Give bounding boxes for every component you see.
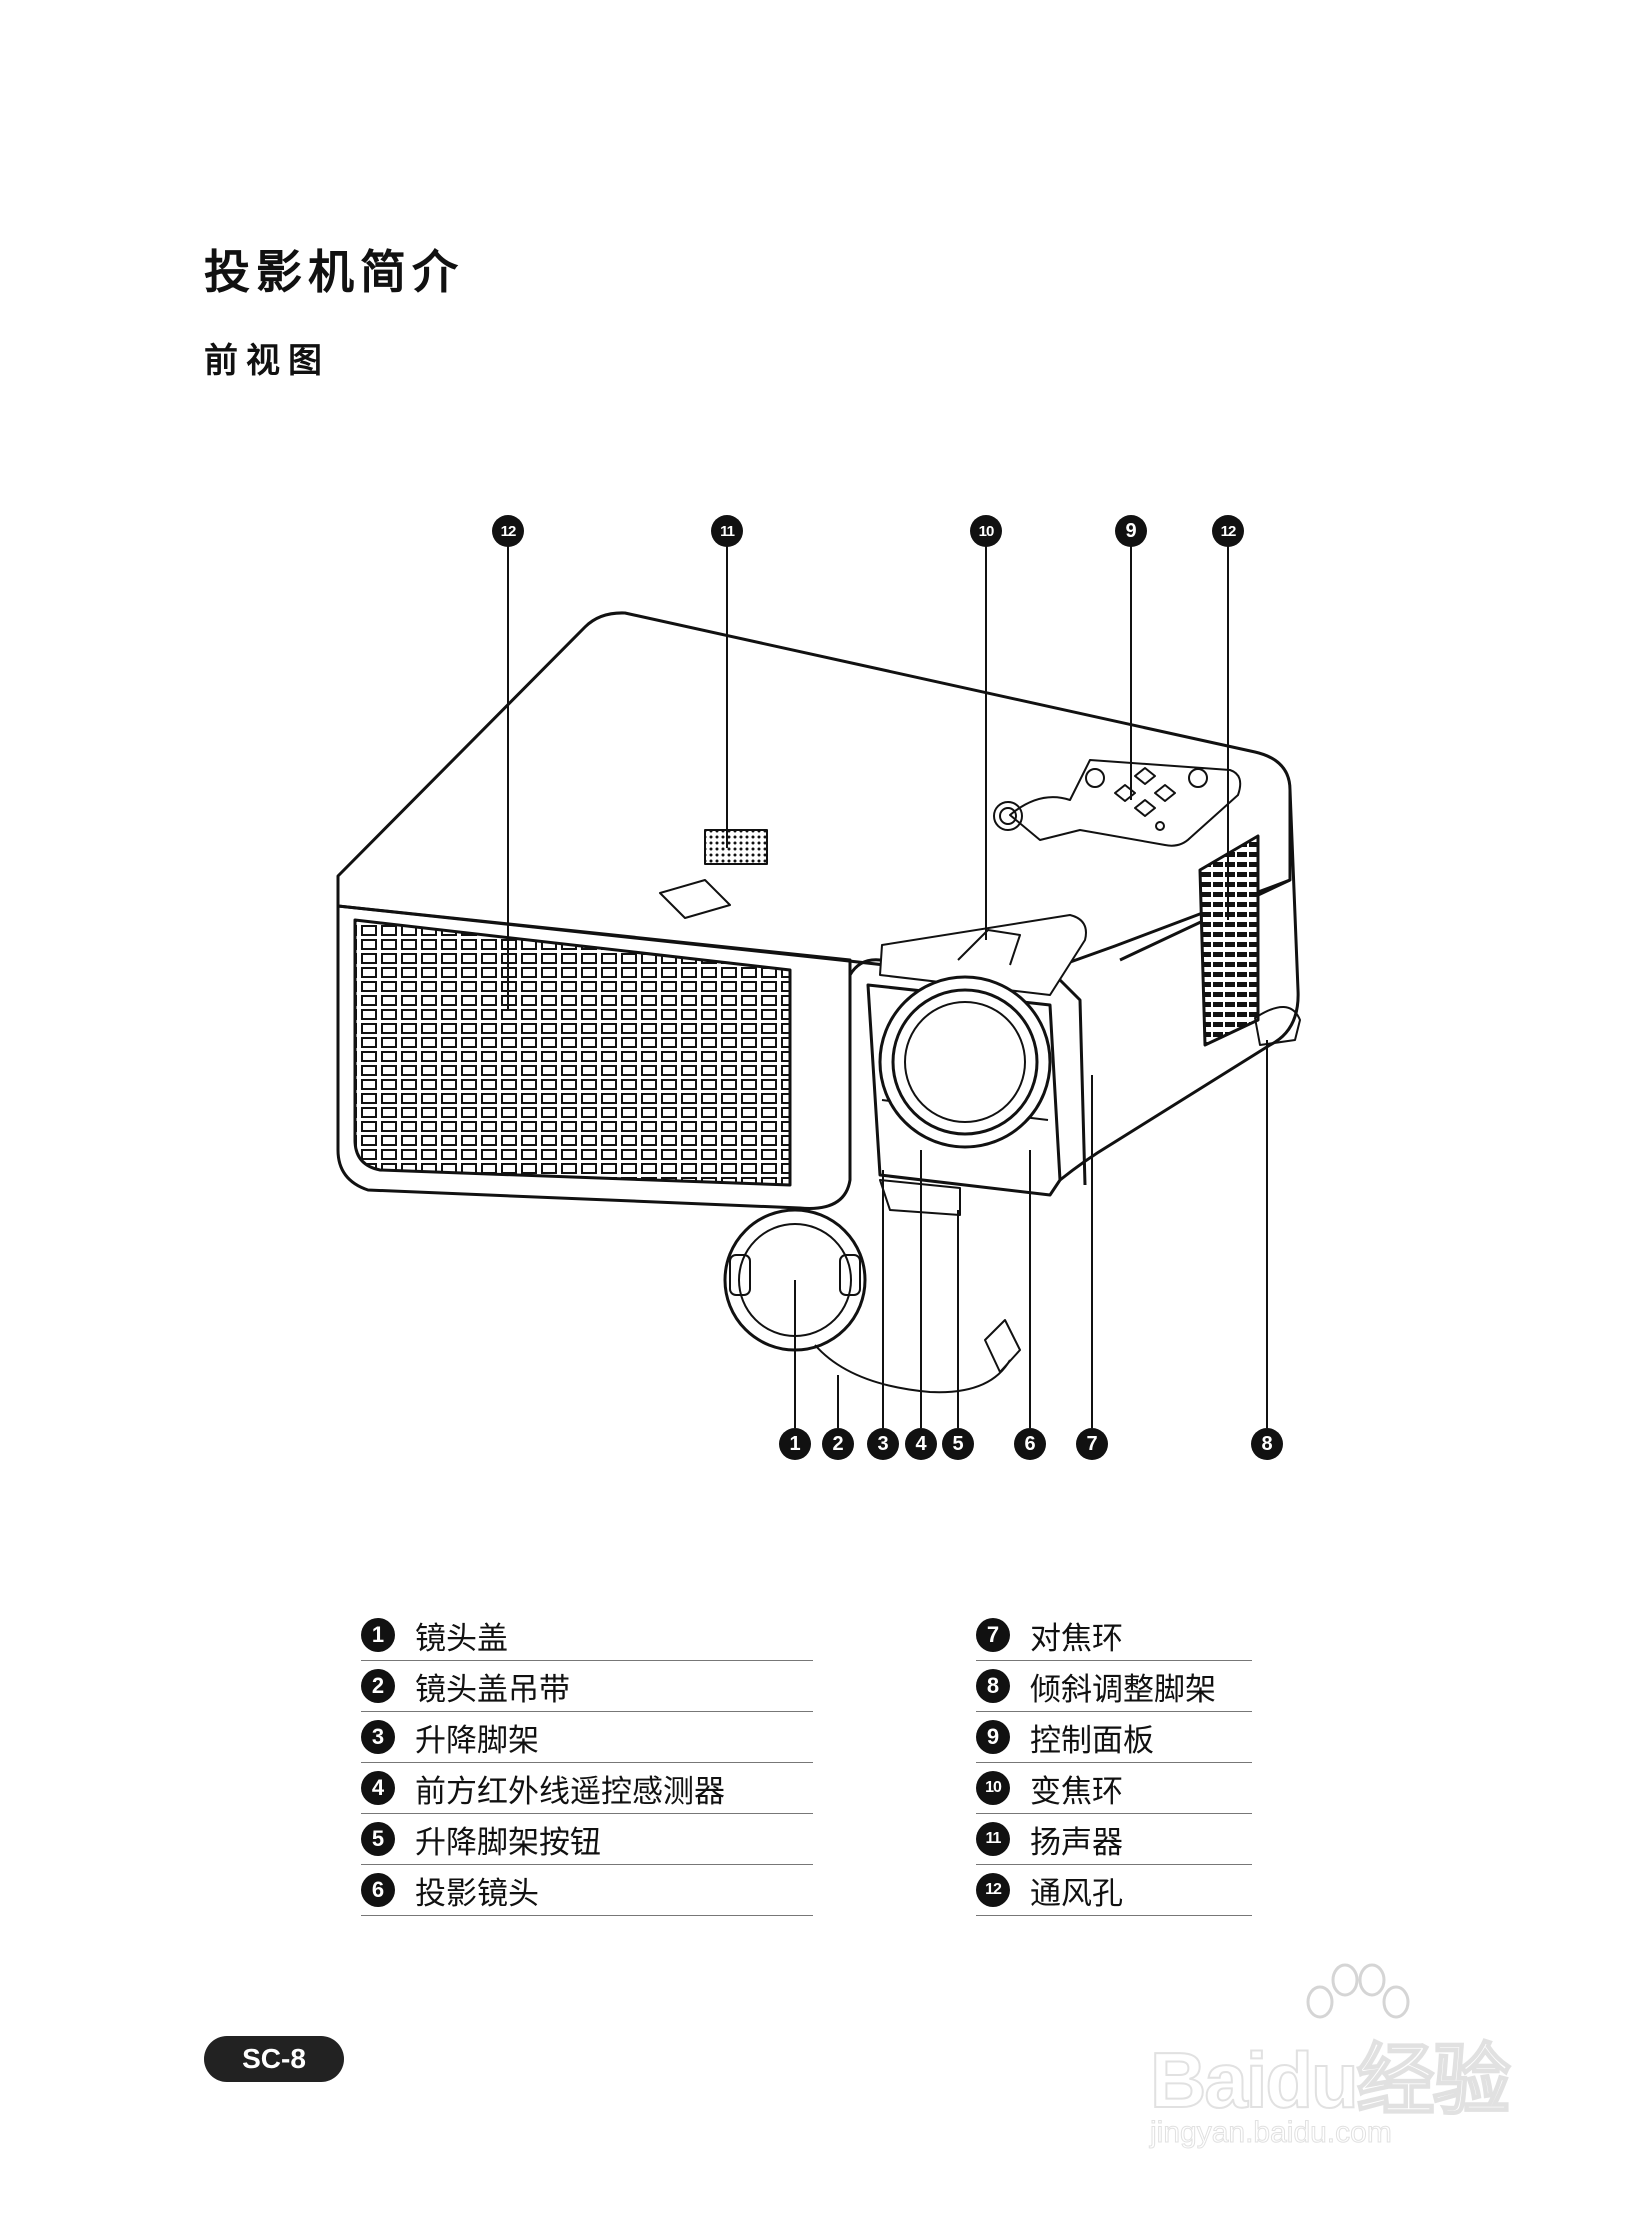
legend-item: 5 升降脚架按钮 xyxy=(361,1814,813,1865)
callout-5-elevator-button: 5 xyxy=(942,1428,974,1460)
legend-number: 8 xyxy=(976,1669,1010,1703)
lens-cap-strap xyxy=(814,1344,1011,1394)
projector-illustration xyxy=(336,545,1301,1428)
callout-4-ir-sensor: 4 xyxy=(905,1428,937,1460)
legend-item: 1 镜头盖 xyxy=(361,1610,813,1661)
legend-number: 2 xyxy=(361,1669,395,1703)
legend-label: 升降脚架按钮 xyxy=(415,1824,601,1861)
legend-label: 控制面板 xyxy=(1030,1722,1154,1759)
legend-label: 升降脚架 xyxy=(415,1722,539,1759)
legend-item: 6 投影镜头 xyxy=(361,1865,813,1916)
callout-7-focus-ring: 7 xyxy=(1076,1428,1108,1460)
callout-2-lens-cap-strap: 2 xyxy=(822,1428,854,1460)
legend-label: 镜头盖 xyxy=(415,1620,508,1657)
legend-label: 变焦环 xyxy=(1030,1773,1123,1810)
elevator-foot xyxy=(879,1179,961,1216)
legend-label: 倾斜调整脚架 xyxy=(1030,1671,1216,1708)
legend-number: 3 xyxy=(361,1720,395,1754)
callout-8-tilt-foot: 8 xyxy=(1251,1428,1283,1460)
callout-12-vent-top-right: 12 xyxy=(1212,515,1244,547)
legend-number: 7 xyxy=(976,1618,1010,1652)
legend-number: 12 xyxy=(976,1873,1010,1907)
baidu-watermark: Baidu经验 jingyan.baidu.com xyxy=(1140,1960,1520,2160)
zoom-ring-opening xyxy=(879,914,1087,996)
legend-label: 通风孔 xyxy=(1030,1875,1123,1912)
vent-grille-side xyxy=(1198,834,1260,1047)
vent-grille-front xyxy=(353,918,792,1187)
legend-item: 9 控制面板 xyxy=(976,1712,1252,1763)
callout-6-projection-lens: 6 xyxy=(1014,1428,1046,1460)
legend-number: 1 xyxy=(361,1618,395,1652)
callout-1-lens-cap: 1 xyxy=(779,1428,811,1460)
top-label-window xyxy=(659,879,731,919)
projector-front-view-figure: 12 11 10 9 12 1 2 3 4 5 6 7 8 xyxy=(336,515,1301,1460)
callout-9-control-panel: 9 xyxy=(1115,515,1147,547)
legend-number: 4 xyxy=(361,1771,395,1805)
projector-right-side xyxy=(1029,789,1300,1192)
callout-11-speaker: 11 xyxy=(711,515,743,547)
projector-left-front xyxy=(336,876,852,1210)
callout-10-zoom-ring: 10 xyxy=(970,515,1002,547)
legend-label: 对焦环 xyxy=(1030,1620,1123,1657)
legend-label: 投影镜头 xyxy=(415,1875,539,1912)
legend-item: 10 变焦环 xyxy=(976,1763,1252,1814)
watermark-url: jingyan.baidu.com xyxy=(1150,2116,1393,2150)
legend-label: 镜头盖吊带 xyxy=(415,1671,570,1708)
page-number-badge: SC-8 xyxy=(204,2036,344,2082)
tilt-adjust-foot xyxy=(1254,1006,1301,1046)
legend-number: 10 xyxy=(976,1771,1010,1805)
control-panel xyxy=(1009,759,1242,847)
page-title: 投影机简介 xyxy=(204,245,464,299)
legend-right: 7 对焦环 8 倾斜调整脚架 9 控制面板 10 变焦环 11 扬声器 12 通风孔 xyxy=(976,1610,1252,1916)
legend-item: 11 扬声器 xyxy=(976,1814,1252,1865)
legend-item: 2 镜头盖吊带 xyxy=(361,1661,813,1712)
paw-logo-icon xyxy=(1306,1963,1410,2019)
projector-top-surface xyxy=(336,611,1292,982)
legend-number: 11 xyxy=(976,1822,1010,1856)
projection-lens-glass xyxy=(904,1001,1026,1123)
legend-number: 9 xyxy=(976,1720,1010,1754)
legend-item: 7 对焦环 xyxy=(976,1610,1252,1661)
legend-item: 4 前方红外线遥控感测器 xyxy=(361,1763,813,1814)
watermark-brand: Baidu经验 xyxy=(1149,2035,1512,2125)
legend-item: 8 倾斜调整脚架 xyxy=(976,1661,1252,1712)
legend-item: 3 升降脚架 xyxy=(361,1712,813,1763)
legend-item: 12 通风孔 xyxy=(976,1865,1252,1916)
legend-number: 5 xyxy=(361,1822,395,1856)
legend-number: 6 xyxy=(361,1873,395,1907)
callout-12-vent-top-left: 12 xyxy=(492,515,524,547)
legend-label: 扬声器 xyxy=(1030,1824,1123,1861)
speaker-grille xyxy=(704,829,768,865)
callout-3-elevator-foot: 3 xyxy=(867,1428,899,1460)
legend-label: 前方红外线遥控感测器 xyxy=(415,1773,725,1810)
section-subtitle: 前视图 xyxy=(204,341,330,381)
